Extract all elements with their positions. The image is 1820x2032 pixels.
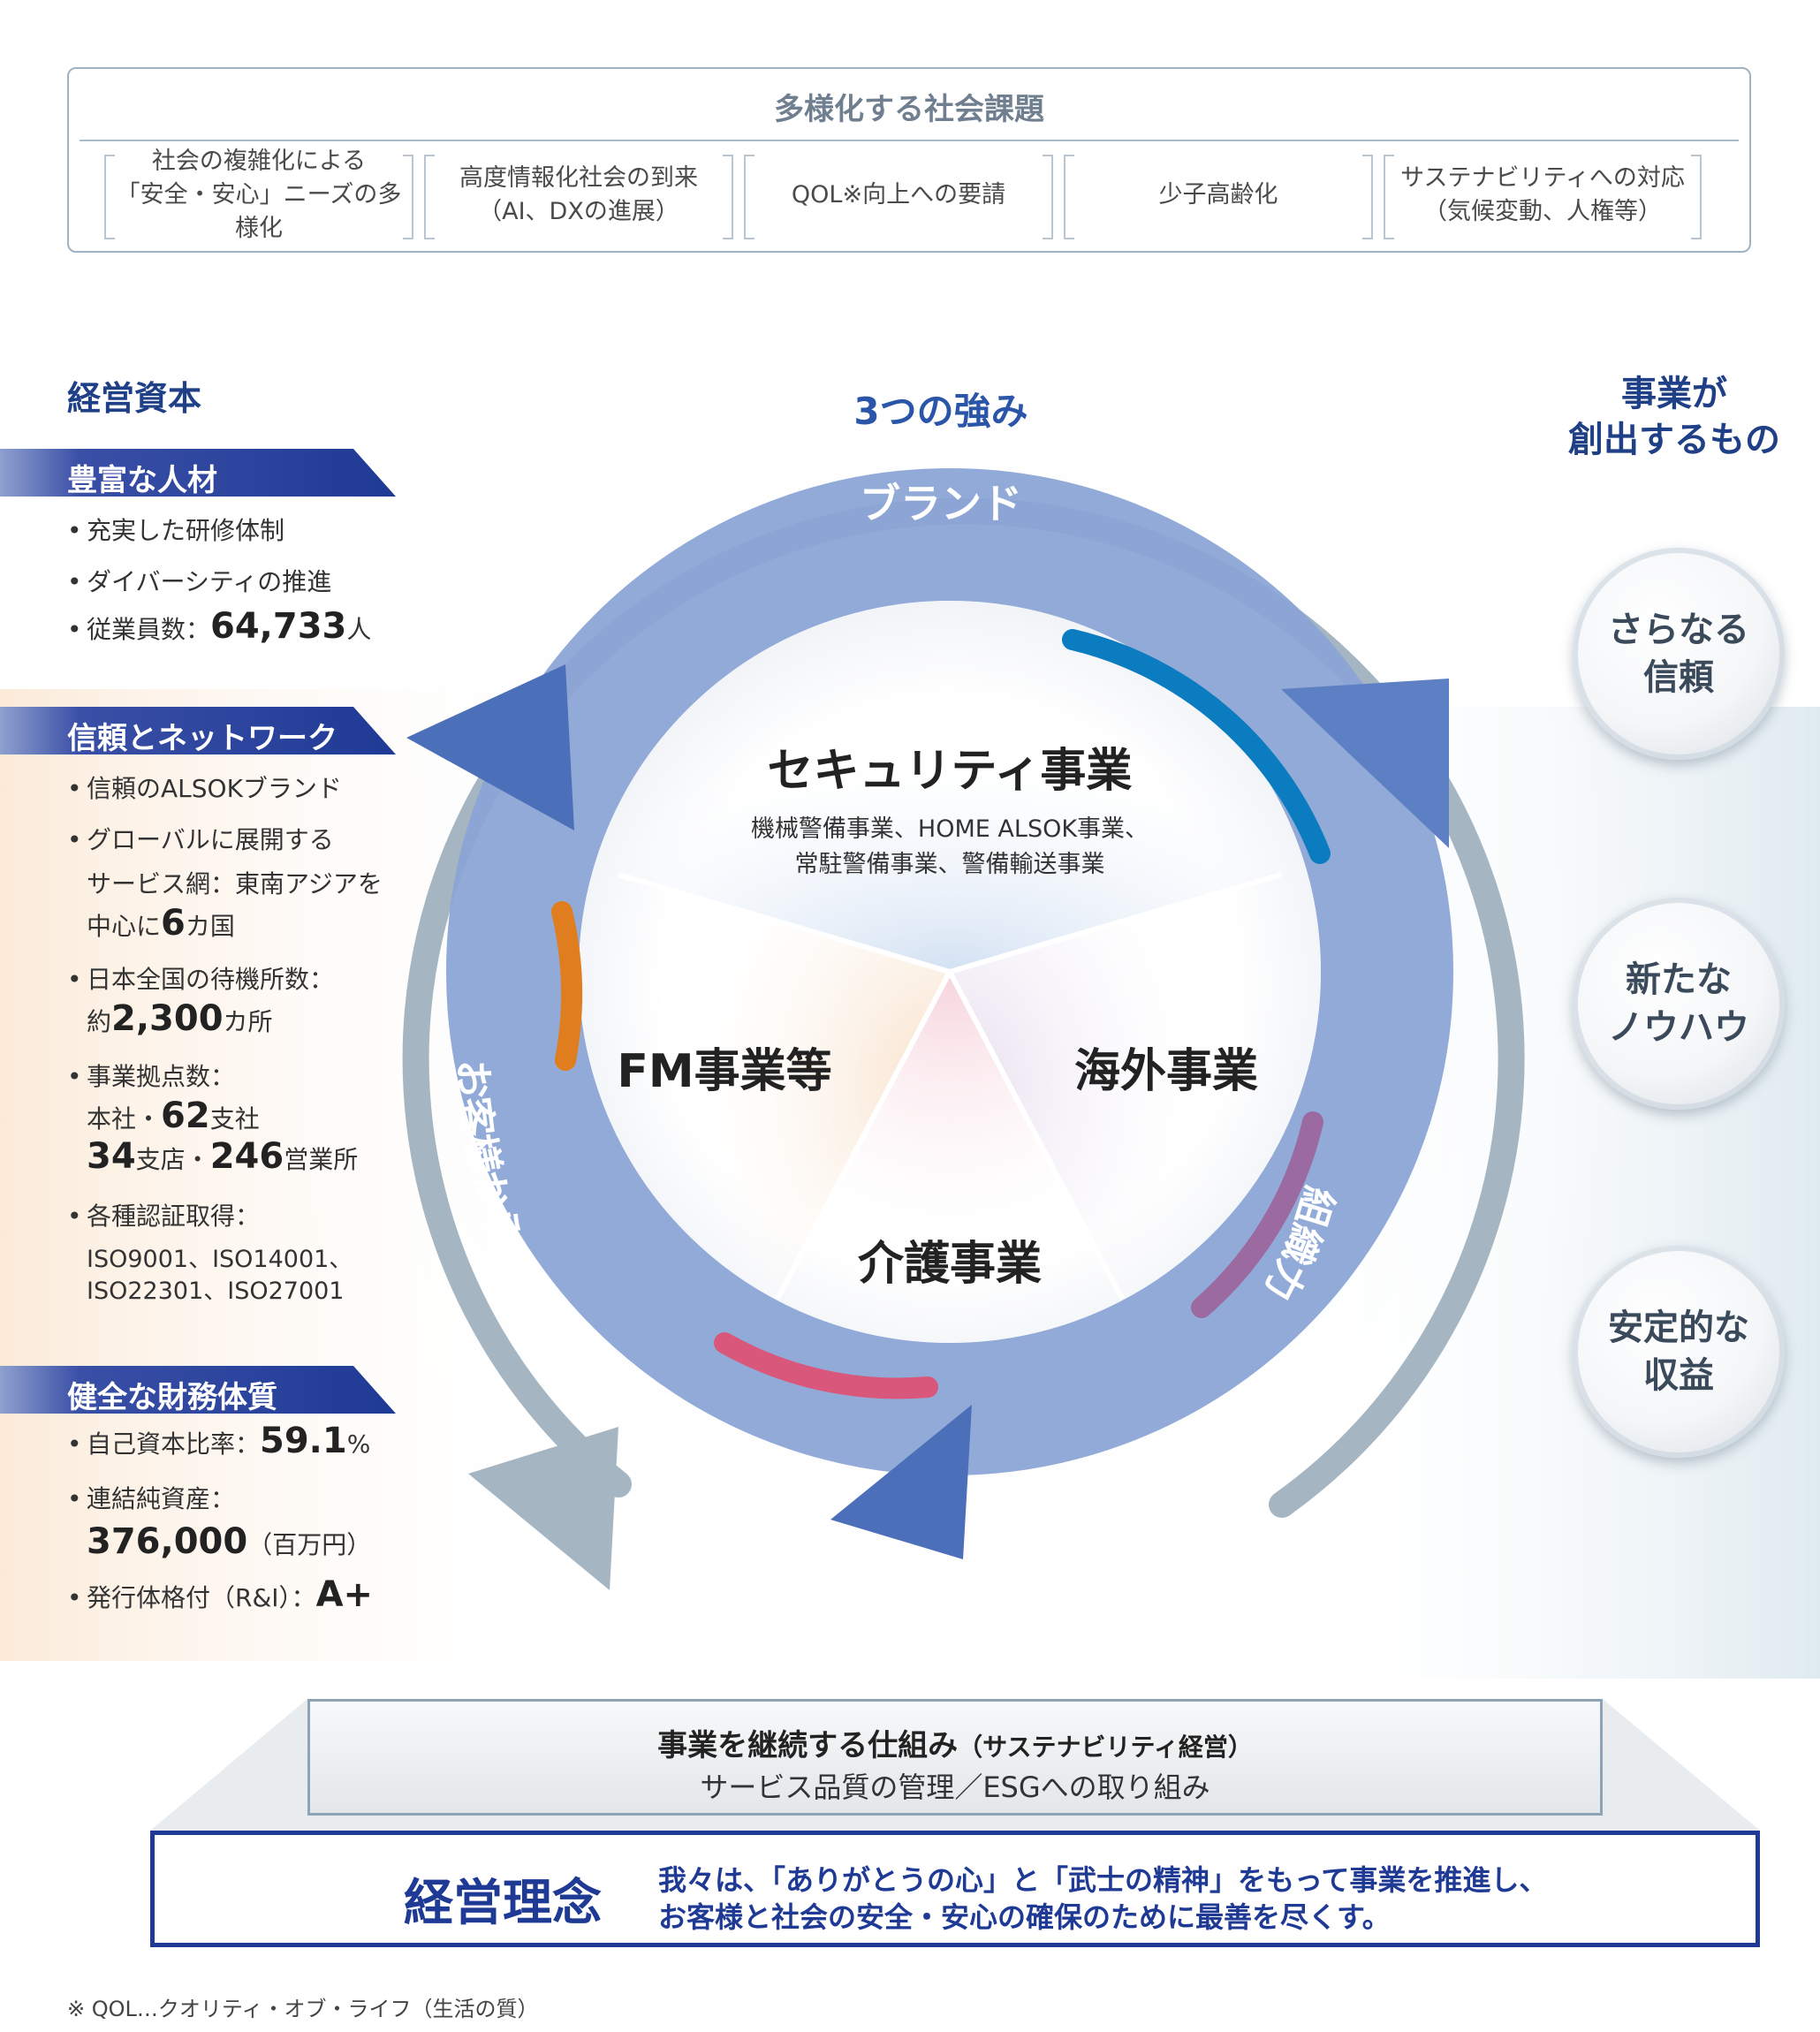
trust-arrowhead — [406, 664, 574, 830]
strength-ring — [446, 468, 1453, 1475]
mechanism-title: 事業を継続する仕組み（サステナビリティ経営） — [657, 1728, 1253, 1763]
output-revenue: 安定的な 収益 — [1573, 1246, 1785, 1458]
finance-ribbon: 健全な財務体質 — [0, 1366, 396, 1414]
bracket-right — [1691, 155, 1702, 239]
bases-line: 本社・62支社 — [87, 1096, 260, 1136]
security-business: セキュリティ事業 — [767, 745, 1133, 798]
list-item-cont: サービス網：東南アジアを — [87, 869, 383, 898]
organization-arrowhead — [830, 1405, 972, 1559]
output-trust: さらなる 信頼 — [1573, 548, 1785, 760]
people-heading: 豊富な人材 — [67, 463, 217, 498]
finance-heading: 健全な財務体質 — [67, 1380, 277, 1415]
divider — [80, 140, 1739, 141]
cert-line: ISO9001、ISO14001、 — [87, 1246, 353, 1273]
philosophy-title: 経営理念 — [404, 1875, 602, 1932]
issue-item: 少子高齢化 — [1158, 181, 1278, 209]
standby-value: 約2,300カ所 — [87, 998, 273, 1039]
bracket-left — [424, 155, 435, 239]
security-sub-line: 機械警備事業、HOME ALSOK事業、 — [750, 815, 1149, 843]
brand-arrowhead — [1281, 679, 1449, 848]
overseas-arc — [1191, 1111, 1323, 1318]
social-issues-panel: 多様化する社会課題 社会の複雑化による 「安全・安心」ニーズの多様化 高度情報化… — [67, 67, 1751, 253]
outer-cycle-arrowhead — [468, 1427, 618, 1590]
security-sub-line: 常駐警備事業、警備輸送事業 — [794, 851, 1105, 878]
assets-value: 376,000（百万円） — [87, 1521, 372, 1562]
philosophy-text: 我々は、「ありがとうの心」と「武士の精神」をもって事業を推進し、 お客様と社会の… — [658, 1863, 1548, 1934]
list-item-cont: 中心に6カ国 — [87, 903, 235, 944]
list-item: •グローバルに展開する — [67, 825, 334, 854]
issue-item: 高度情報化社会の到来 （AI、DXの進展） — [459, 164, 698, 225]
security-arc — [1062, 629, 1331, 864]
footnote: ※ QOL…クオリティ・オブ・ライフ（生活の質） — [67, 1997, 539, 2021]
bracket-left — [744, 155, 755, 239]
cert-line: ISO22301、ISO27001 — [87, 1278, 345, 1305]
bases-line: 34支店・246営業所 — [87, 1136, 359, 1177]
capital-title: 経営資本 — [67, 379, 202, 418]
list-item: •信頼のALSOKブランド — [67, 774, 342, 803]
bracket-right — [1362, 155, 1373, 239]
brand-label: ブランド — [860, 480, 1022, 527]
list-item: •充実した研修体制 — [67, 516, 285, 545]
care-business: 介護事業 — [857, 1238, 1042, 1291]
strengths-title: 3つの強み — [853, 390, 1028, 433]
bracket-left — [1064, 155, 1074, 239]
issue-item: QOL※向上への要請 — [791, 181, 1006, 209]
rating-item: •発行体格付（R&I）：A+ — [67, 1574, 374, 1615]
bracket-right — [403, 155, 413, 239]
bracket-left — [1384, 155, 1394, 239]
list-item: •事業拠点数： — [67, 1062, 236, 1091]
output-knowhow: 新たな ノウハウ — [1573, 898, 1785, 1110]
list-item: •日本全国の待機所数： — [67, 965, 335, 994]
mechanism-detail: サービス品質の管理／ESGへの取り組み — [700, 1770, 1210, 1804]
employees-item: •従業員数：64,733人 — [67, 606, 372, 647]
network-heading: 信頼とネットワーク — [67, 721, 337, 756]
people-ribbon: 豊富な人材 — [0, 449, 396, 497]
bracket-right — [1043, 155, 1053, 239]
social-issues-title: 多様化する社会課題 — [774, 92, 1044, 127]
fm-arc — [551, 901, 583, 1071]
sustainability-mechanism: 事業を継続する仕組み（サステナビリティ経営） サービス品質の管理／ESGへの取り… — [307, 1699, 1603, 1816]
overseas-business: 海外事業 — [1073, 1045, 1258, 1098]
network-ribbon: 信頼とネットワーク — [0, 707, 396, 754]
equity-item: •自己資本比率：59.1% — [67, 1421, 371, 1461]
list-item: •ダイバーシティの推進 — [67, 567, 332, 596]
list-item: •連結純資産： — [67, 1484, 236, 1513]
list-item: •各種認証取得： — [67, 1202, 261, 1231]
fm-business: FM事業等 — [617, 1045, 832, 1098]
outputs-title: 事業が創出するもの — [1568, 374, 1780, 460]
care-arc — [714, 1332, 938, 1399]
issue-item: 社会の複雑化による 「安全・安心」ニーズの多様化 — [116, 148, 402, 242]
issue-item: サステナビリティへの対応 （気候変動、人権等） — [1400, 164, 1685, 225]
bracket-right — [723, 155, 733, 239]
management-philosophy: 経営理念 我々は、「ありがとうの心」と「武士の精神」をもって事業を推進し、 お客… — [150, 1831, 1760, 1947]
bracket-left — [104, 155, 115, 239]
